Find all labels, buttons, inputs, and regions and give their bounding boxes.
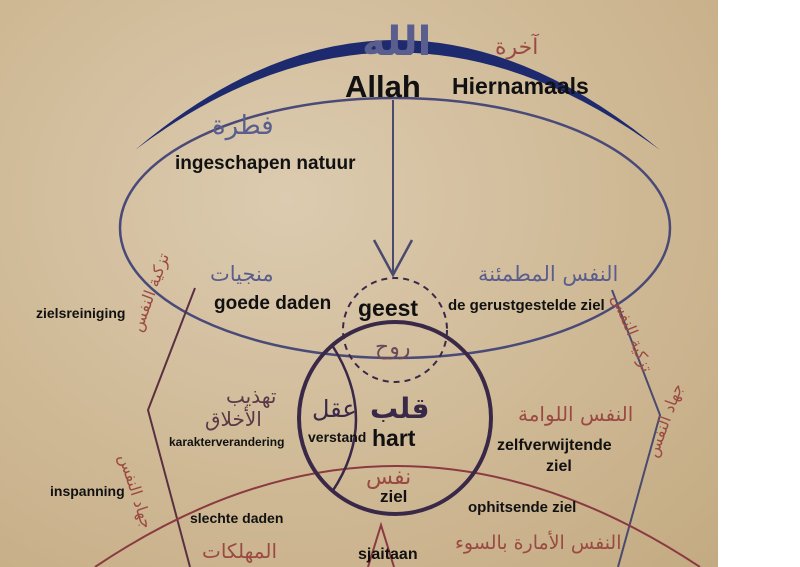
arabic-nafs-ammara: النفس الأمارة بالسوء — [455, 532, 622, 554]
arabic-ruh: روح — [375, 335, 411, 360]
arabic-nafs: نفس — [366, 465, 412, 490]
label-zelfverwijtende: zelfverwijtende — [497, 437, 612, 454]
label-geest: geest — [358, 295, 419, 321]
arabic-akhira: آخرة — [495, 35, 539, 60]
arabic-nafs-lawwama: النفس اللوامة — [518, 402, 634, 426]
label-ziel: ziel — [380, 487, 408, 506]
label-verstand: verstand — [308, 429, 367, 445]
label-gerustgestelde-ziel: de gerustgestelde ziel — [448, 297, 605, 314]
arabic-munjiyat: منجيات — [210, 262, 274, 286]
arabic-aql: عقل — [312, 395, 357, 423]
label-allah: Allah — [345, 69, 421, 104]
arabic-qalb: قلب — [370, 392, 430, 425]
label-ingeschapen-natuur: ingeschapen natuur — [175, 153, 356, 174]
parchment-background — [0, 0, 718, 567]
left-path-line — [146, 287, 196, 567]
shaitan-caret — [367, 521, 395, 567]
label-sjaitaan: sjaitaan — [358, 546, 418, 563]
fitra-ellipse — [118, 96, 672, 360]
arabic-muhlikat: المهلكات — [202, 539, 278, 563]
intellect-arc — [330, 344, 358, 493]
label-inspanning: inspanning — [50, 483, 125, 499]
label-ophitsende-ziel: ophitsende ziel — [468, 499, 577, 516]
hereafter-arc — [135, 40, 660, 150]
label-zielsreiniging: zielsreiniging — [36, 305, 126, 321]
arrow-head — [372, 239, 414, 278]
label-hiernamaals: Hiernamaals — [452, 73, 589, 99]
arabic-nafs-mutmainna: النفس المطمئنة — [478, 262, 619, 286]
ruh-dashed-circle — [342, 277, 448, 383]
label-slechte-daden: slechte daden — [190, 510, 284, 526]
nafs-arc — [94, 465, 701, 567]
arabic-fitra: فطرة — [212, 111, 274, 141]
arabic-allah: الله — [362, 19, 432, 65]
label-hart: hart — [372, 425, 416, 451]
label-goede-daden: goede daden — [214, 293, 332, 314]
label-zelfverwijtende-ziel: ziel — [546, 458, 572, 475]
label-karakterverandering: karakterverandering — [169, 435, 285, 449]
arabic-tahdhib: تهذيب — [226, 384, 277, 408]
right-path-line — [611, 289, 662, 567]
arabic-akhlaq: الأخلاق — [205, 407, 262, 431]
heart-circle — [297, 320, 493, 516]
